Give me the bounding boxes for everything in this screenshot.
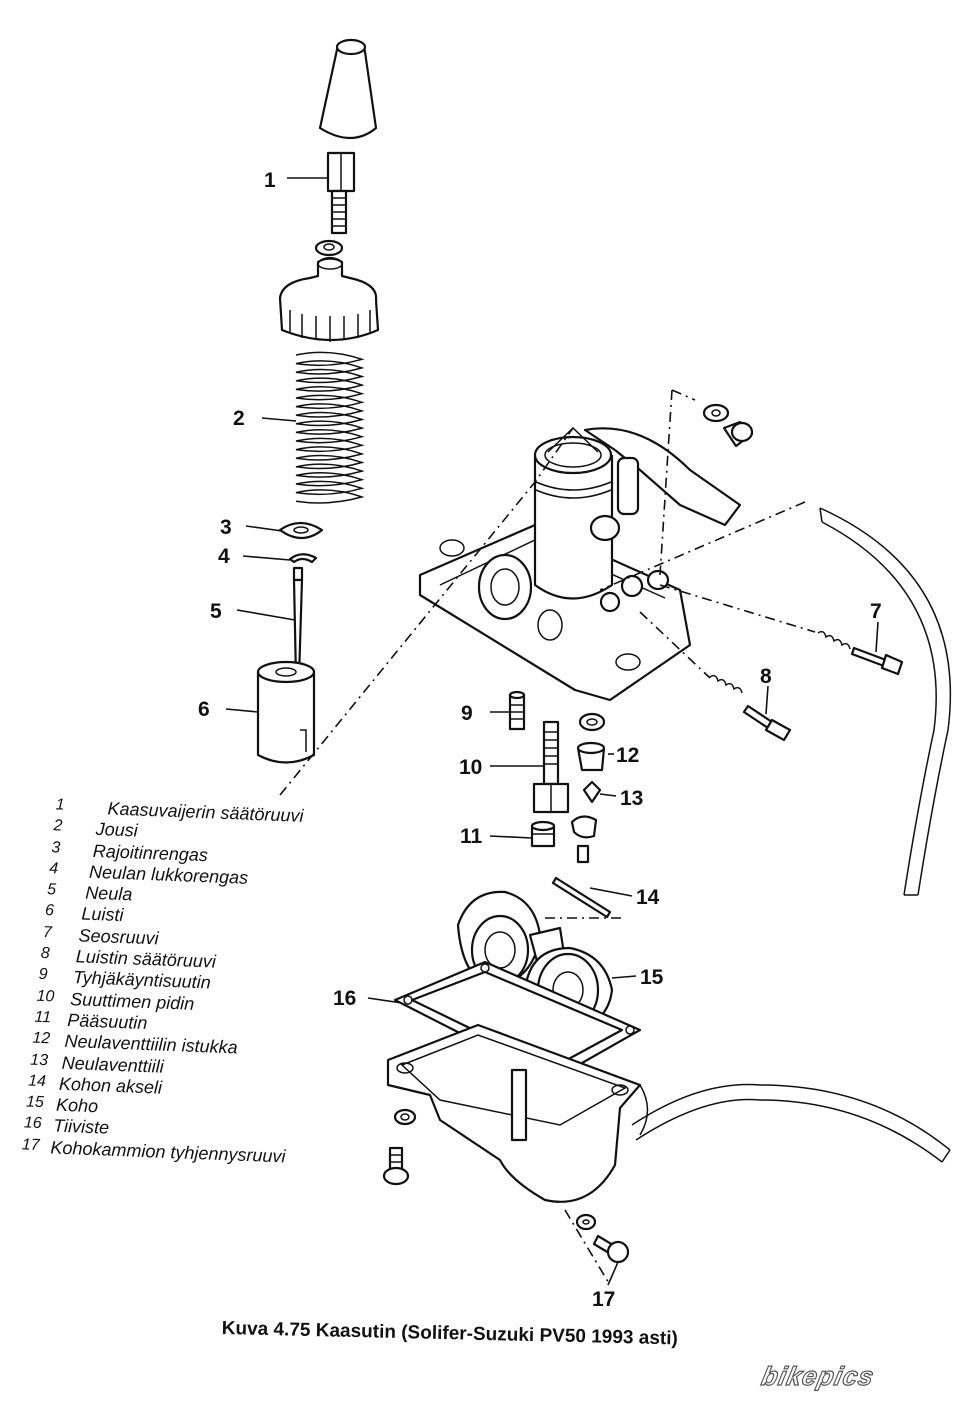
watermark-logo: bikepics: [758, 1360, 878, 1391]
assembly-line-hose: [599, 501, 806, 591]
callout-11: 11: [460, 825, 483, 848]
top-screw-and-washer: [702, 403, 754, 448]
legend-text: Tiiviste: [52, 1115, 110, 1139]
bowl-screw-left: [382, 1108, 417, 1186]
legend-text: Koho: [55, 1094, 99, 1117]
callout-1: 1: [264, 169, 276, 192]
assembly-line-top-screw: [659, 389, 696, 576]
legend-number: 4: [48, 860, 59, 878]
assembly-line-17: [564, 1209, 611, 1286]
legend-number: 7: [42, 923, 53, 942]
carburetor-body: [418, 426, 742, 702]
part-5-needle: [292, 566, 304, 680]
callout-2: 2: [233, 407, 245, 430]
part-10-jet-holder: [532, 720, 570, 814]
part-13-needle-valve: [570, 780, 602, 864]
assembly-line-7: [659, 584, 816, 633]
float-bowl: [386, 1023, 649, 1203]
callout-14: 14: [636, 886, 660, 909]
legend-number: 2: [53, 817, 63, 835]
callout-17: 17: [592, 1288, 615, 1311]
legend-number: 6: [44, 902, 55, 920]
part-6-throttle-slide: [256, 660, 316, 764]
assembly-line-8: [639, 611, 711, 679]
legend-text: Jousi: [95, 819, 139, 841]
callout-15: 15: [640, 966, 664, 989]
part-9-pilot-jet: [508, 690, 526, 731]
part-1-cable-adjuster-screw: [314, 38, 378, 257]
fuel-hose: [819, 507, 952, 896]
leader-lines: [225, 177, 879, 1286]
part-14-float-pin: [551, 876, 612, 919]
part-17-drain-screw: [575, 1213, 630, 1264]
callout-9: 9: [461, 702, 473, 725]
legend-text: Seosruuvi: [78, 925, 160, 949]
part-12-needle-valve-seat: [576, 712, 606, 772]
part-11-main-jet: [530, 820, 556, 848]
part-2-spring: [295, 351, 365, 504]
callout-10: 10: [459, 756, 482, 779]
legend-text: Neula: [84, 882, 133, 905]
assembly-line-slide: [279, 427, 574, 796]
part-4-needle-clip: [288, 553, 318, 564]
callout-6: 6: [198, 698, 210, 721]
drain-hose: [631, 1083, 951, 1163]
mixing-chamber-cap: [278, 256, 380, 342]
legend-number: 5: [46, 881, 57, 899]
callout-4: 4: [218, 545, 230, 568]
callout-16: 16: [333, 987, 356, 1010]
callout-labels: 1 2 3 4 5 6 7 8 9 10 11 12 13 14 15 16 1…: [198, 169, 882, 1311]
part-3-stopper-ring: [278, 521, 324, 540]
callout-12: 12: [616, 744, 639, 767]
legend-number: 1: [55, 796, 65, 814]
legend-text: Pääsuutin: [67, 1009, 148, 1034]
callout-8: 8: [760, 665, 772, 688]
callout-5: 5: [210, 600, 222, 623]
legend-number: 3: [51, 838, 61, 857]
part-8-throttle-stop-screw: [709, 674, 792, 742]
part-7-mixture-screw: [817, 630, 904, 676]
callout-3: 3: [220, 516, 232, 539]
legend-text: Luisti: [81, 903, 124, 926]
callout-13: 13: [620, 787, 643, 810]
callout-7: 7: [870, 600, 882, 623]
